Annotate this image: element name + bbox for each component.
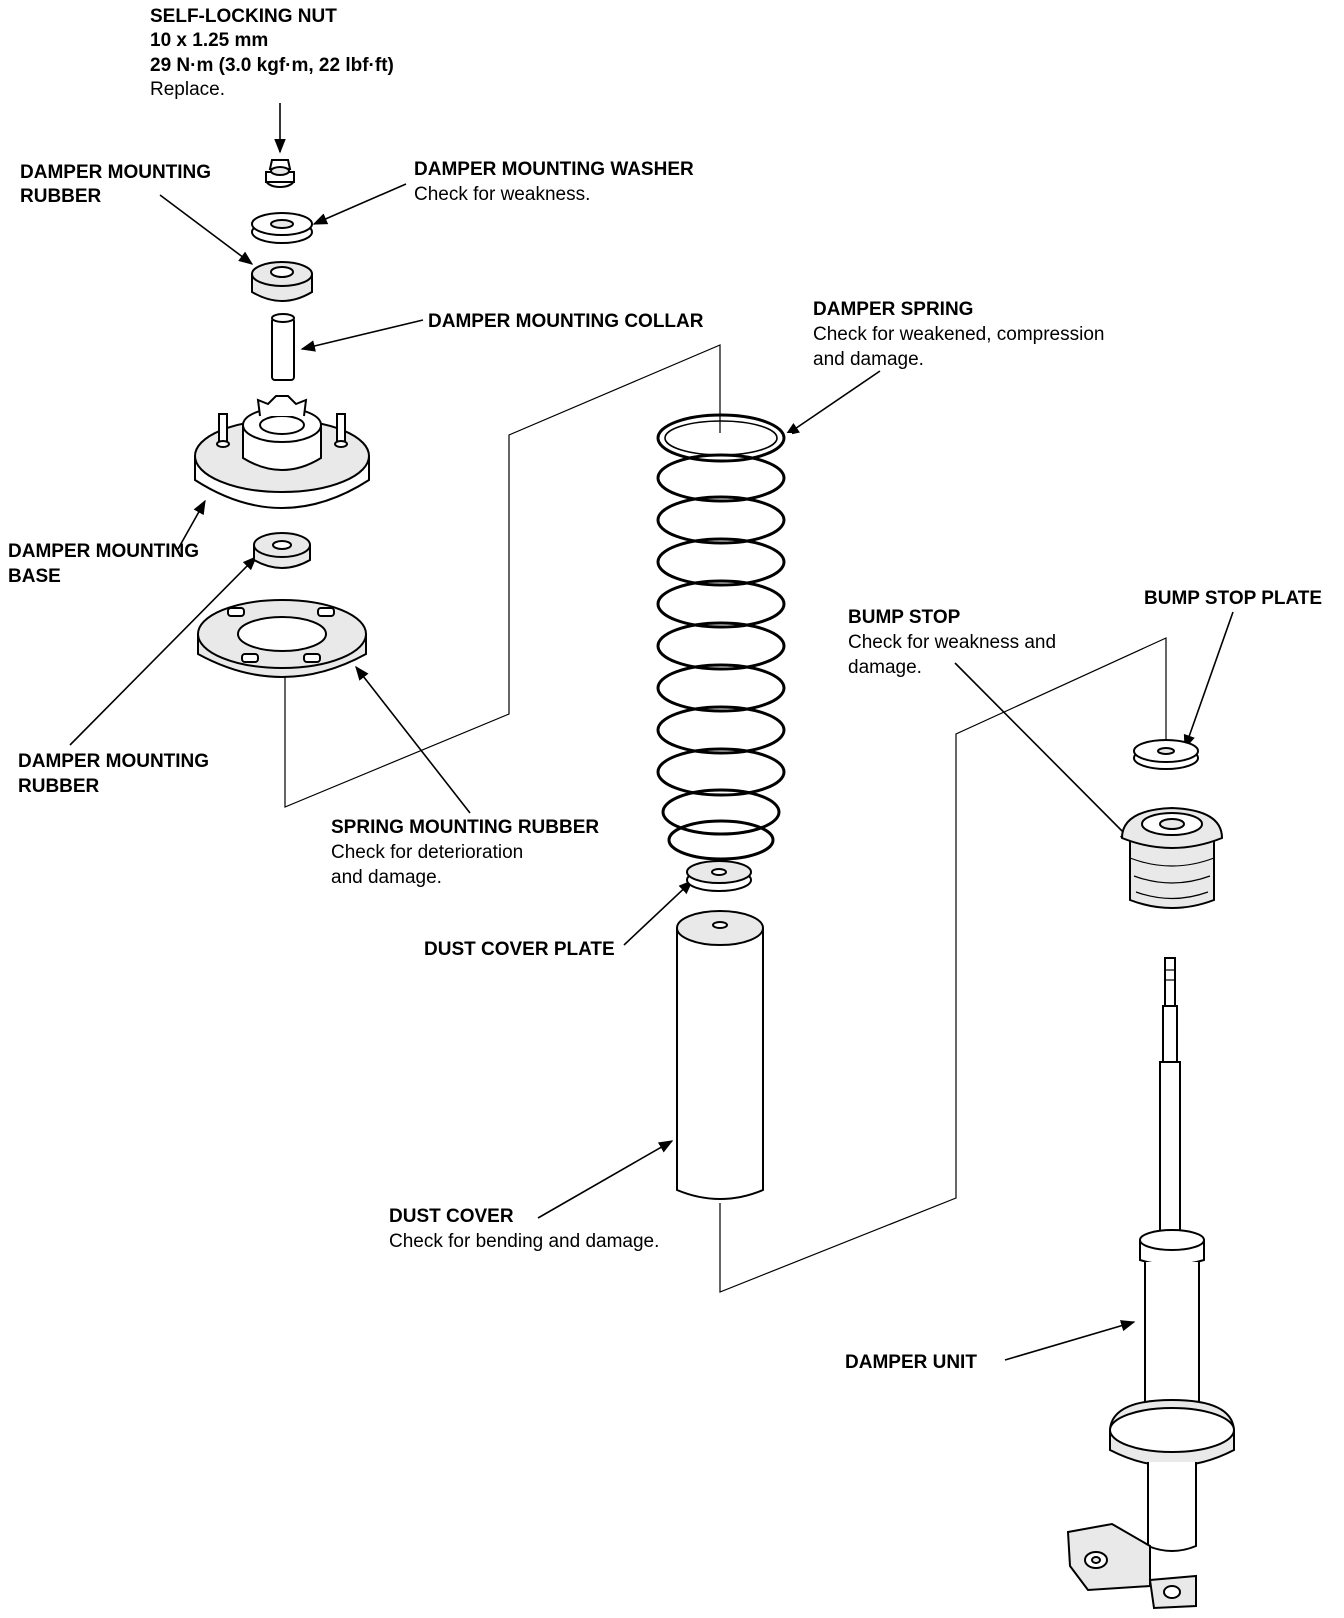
damper-mounting-rubber-bottom-label: DAMPER MOUNTING RUBBER bbox=[18, 751, 209, 797]
arrow-spring-mounting-rubber bbox=[355, 665, 471, 814]
dust-cover-plate bbox=[686, 860, 752, 892]
damper-mounting-rubber-top bbox=[251, 261, 313, 302]
spring-mounting-rubber bbox=[197, 599, 367, 678]
svg-text:RUBBER: RUBBER bbox=[18, 776, 100, 797]
svg-text:Check for weakness.: Check for weakness. bbox=[414, 184, 590, 205]
damper-mounting-collar bbox=[271, 313, 295, 381]
svg-text:DUST COVER: DUST COVER bbox=[389, 1206, 514, 1227]
bump-stop-label: BUMP STOP Check for weakness and damage. bbox=[848, 607, 1056, 678]
svg-text:DAMPER MOUNTING: DAMPER MOUNTING bbox=[8, 541, 199, 562]
svg-text:DUST COVER PLATE: DUST COVER PLATE bbox=[424, 939, 615, 960]
damper-mounting-collar-label: DAMPER MOUNTING COLLAR bbox=[428, 311, 704, 332]
svg-text:BASE: BASE bbox=[8, 566, 61, 587]
arrow-damper-mounting-base bbox=[177, 499, 206, 550]
arrow-damper-mounting-washer bbox=[312, 183, 407, 225]
self-locking-nut bbox=[265, 159, 295, 188]
arrow-dust-cover bbox=[537, 1140, 674, 1219]
svg-text:SPRING MOUNTING RUBBER: SPRING MOUNTING RUBBER bbox=[331, 817, 599, 838]
assembly-guide-lines bbox=[284, 344, 1167, 1293]
damper-spring-label: DAMPER SPRING Check for weakened, compre… bbox=[813, 299, 1104, 370]
svg-text:BUMP STOP: BUMP STOP bbox=[848, 607, 961, 628]
damper-spring bbox=[650, 413, 792, 865]
svg-text:and damage.: and damage. bbox=[813, 349, 924, 370]
dust-cover-label: DUST COVER Check for bending and damage. bbox=[389, 1206, 659, 1252]
svg-text:damage.: damage. bbox=[848, 657, 922, 678]
svg-text:DAMPER MOUNTING: DAMPER MOUNTING bbox=[18, 751, 209, 772]
svg-text:RUBBER: RUBBER bbox=[20, 186, 102, 207]
damper-mounting-washer bbox=[251, 212, 313, 244]
damper-mounting-base-label: DAMPER MOUNTING BASE bbox=[8, 541, 199, 587]
damper-unit bbox=[1066, 957, 1235, 1610]
svg-text:DAMPER UNIT: DAMPER UNIT bbox=[845, 1352, 977, 1373]
dust-cover bbox=[676, 910, 764, 1200]
arrow-damper-mounting-rubber-bottom bbox=[69, 555, 258, 746]
svg-text:Check for deterioration: Check for deterioration bbox=[331, 842, 523, 863]
arrow-damper-mounting-collar bbox=[300, 319, 424, 352]
svg-text:DAMPER SPRING: DAMPER SPRING bbox=[813, 299, 973, 320]
bump-stop bbox=[1120, 806, 1224, 909]
damper-mounting-rubber-bottom bbox=[253, 532, 311, 569]
arrow-bump-stop bbox=[954, 662, 1135, 844]
arrow-damper-unit bbox=[1004, 1320, 1136, 1361]
svg-text:Check for weakened, compressio: Check for weakened, compression bbox=[813, 324, 1104, 345]
svg-text:DAMPER MOUNTING COLLAR: DAMPER MOUNTING COLLAR bbox=[428, 311, 704, 332]
arrow-damper-mounting-rubber-top bbox=[159, 194, 254, 265]
dust-cover-plate-label: DUST COVER PLATE bbox=[424, 939, 615, 960]
bump-stop-plate-label: BUMP STOP PLATE bbox=[1144, 588, 1322, 609]
svg-text:Check for weakness and: Check for weakness and bbox=[848, 632, 1056, 653]
self-locking-nut-note: Replace. bbox=[150, 79, 225, 100]
self-locking-nut-title: SELF-LOCKING NUT bbox=[150, 6, 337, 27]
svg-text:BUMP STOP PLATE: BUMP STOP PLATE bbox=[1144, 588, 1322, 609]
self-locking-nut-torque: 29 N·m (3.0 kgf·m, 22 lbf·ft) bbox=[150, 55, 394, 76]
self-locking-nut-label: SELF-LOCKING NUT 10 x 1.25 mm 29 N·m (3.… bbox=[150, 6, 394, 100]
arrow-dust-cover-plate bbox=[623, 880, 694, 946]
svg-text:DAMPER MOUNTING: DAMPER MOUNTING bbox=[20, 162, 211, 183]
svg-text:and damage.: and damage. bbox=[331, 867, 442, 888]
self-locking-nut-size: 10 x 1.25 mm bbox=[150, 30, 268, 51]
guide-line-lower bbox=[719, 637, 1167, 1293]
leader-arrows bbox=[69, 103, 1234, 1361]
damper-mounting-rubber-top-label: DAMPER MOUNTING RUBBER bbox=[20, 162, 211, 207]
damper-mounting-base bbox=[194, 395, 370, 509]
spring-mounting-rubber-label: SPRING MOUNTING RUBBER Check for deterio… bbox=[331, 817, 599, 888]
arrow-damper-spring bbox=[784, 370, 881, 436]
svg-text:DAMPER MOUNTING WASHER: DAMPER MOUNTING WASHER bbox=[414, 159, 694, 180]
damper-mounting-washer-label: DAMPER MOUNTING WASHER Check for weaknes… bbox=[414, 159, 694, 205]
bump-stop-plate bbox=[1133, 739, 1199, 770]
svg-text:Check for bending and damage.: Check for bending and damage. bbox=[389, 1231, 659, 1252]
arrow-bump-stop-plate bbox=[1183, 611, 1234, 750]
damper-unit-label: DAMPER UNIT bbox=[845, 1352, 977, 1373]
guide-line-upper bbox=[284, 344, 721, 808]
